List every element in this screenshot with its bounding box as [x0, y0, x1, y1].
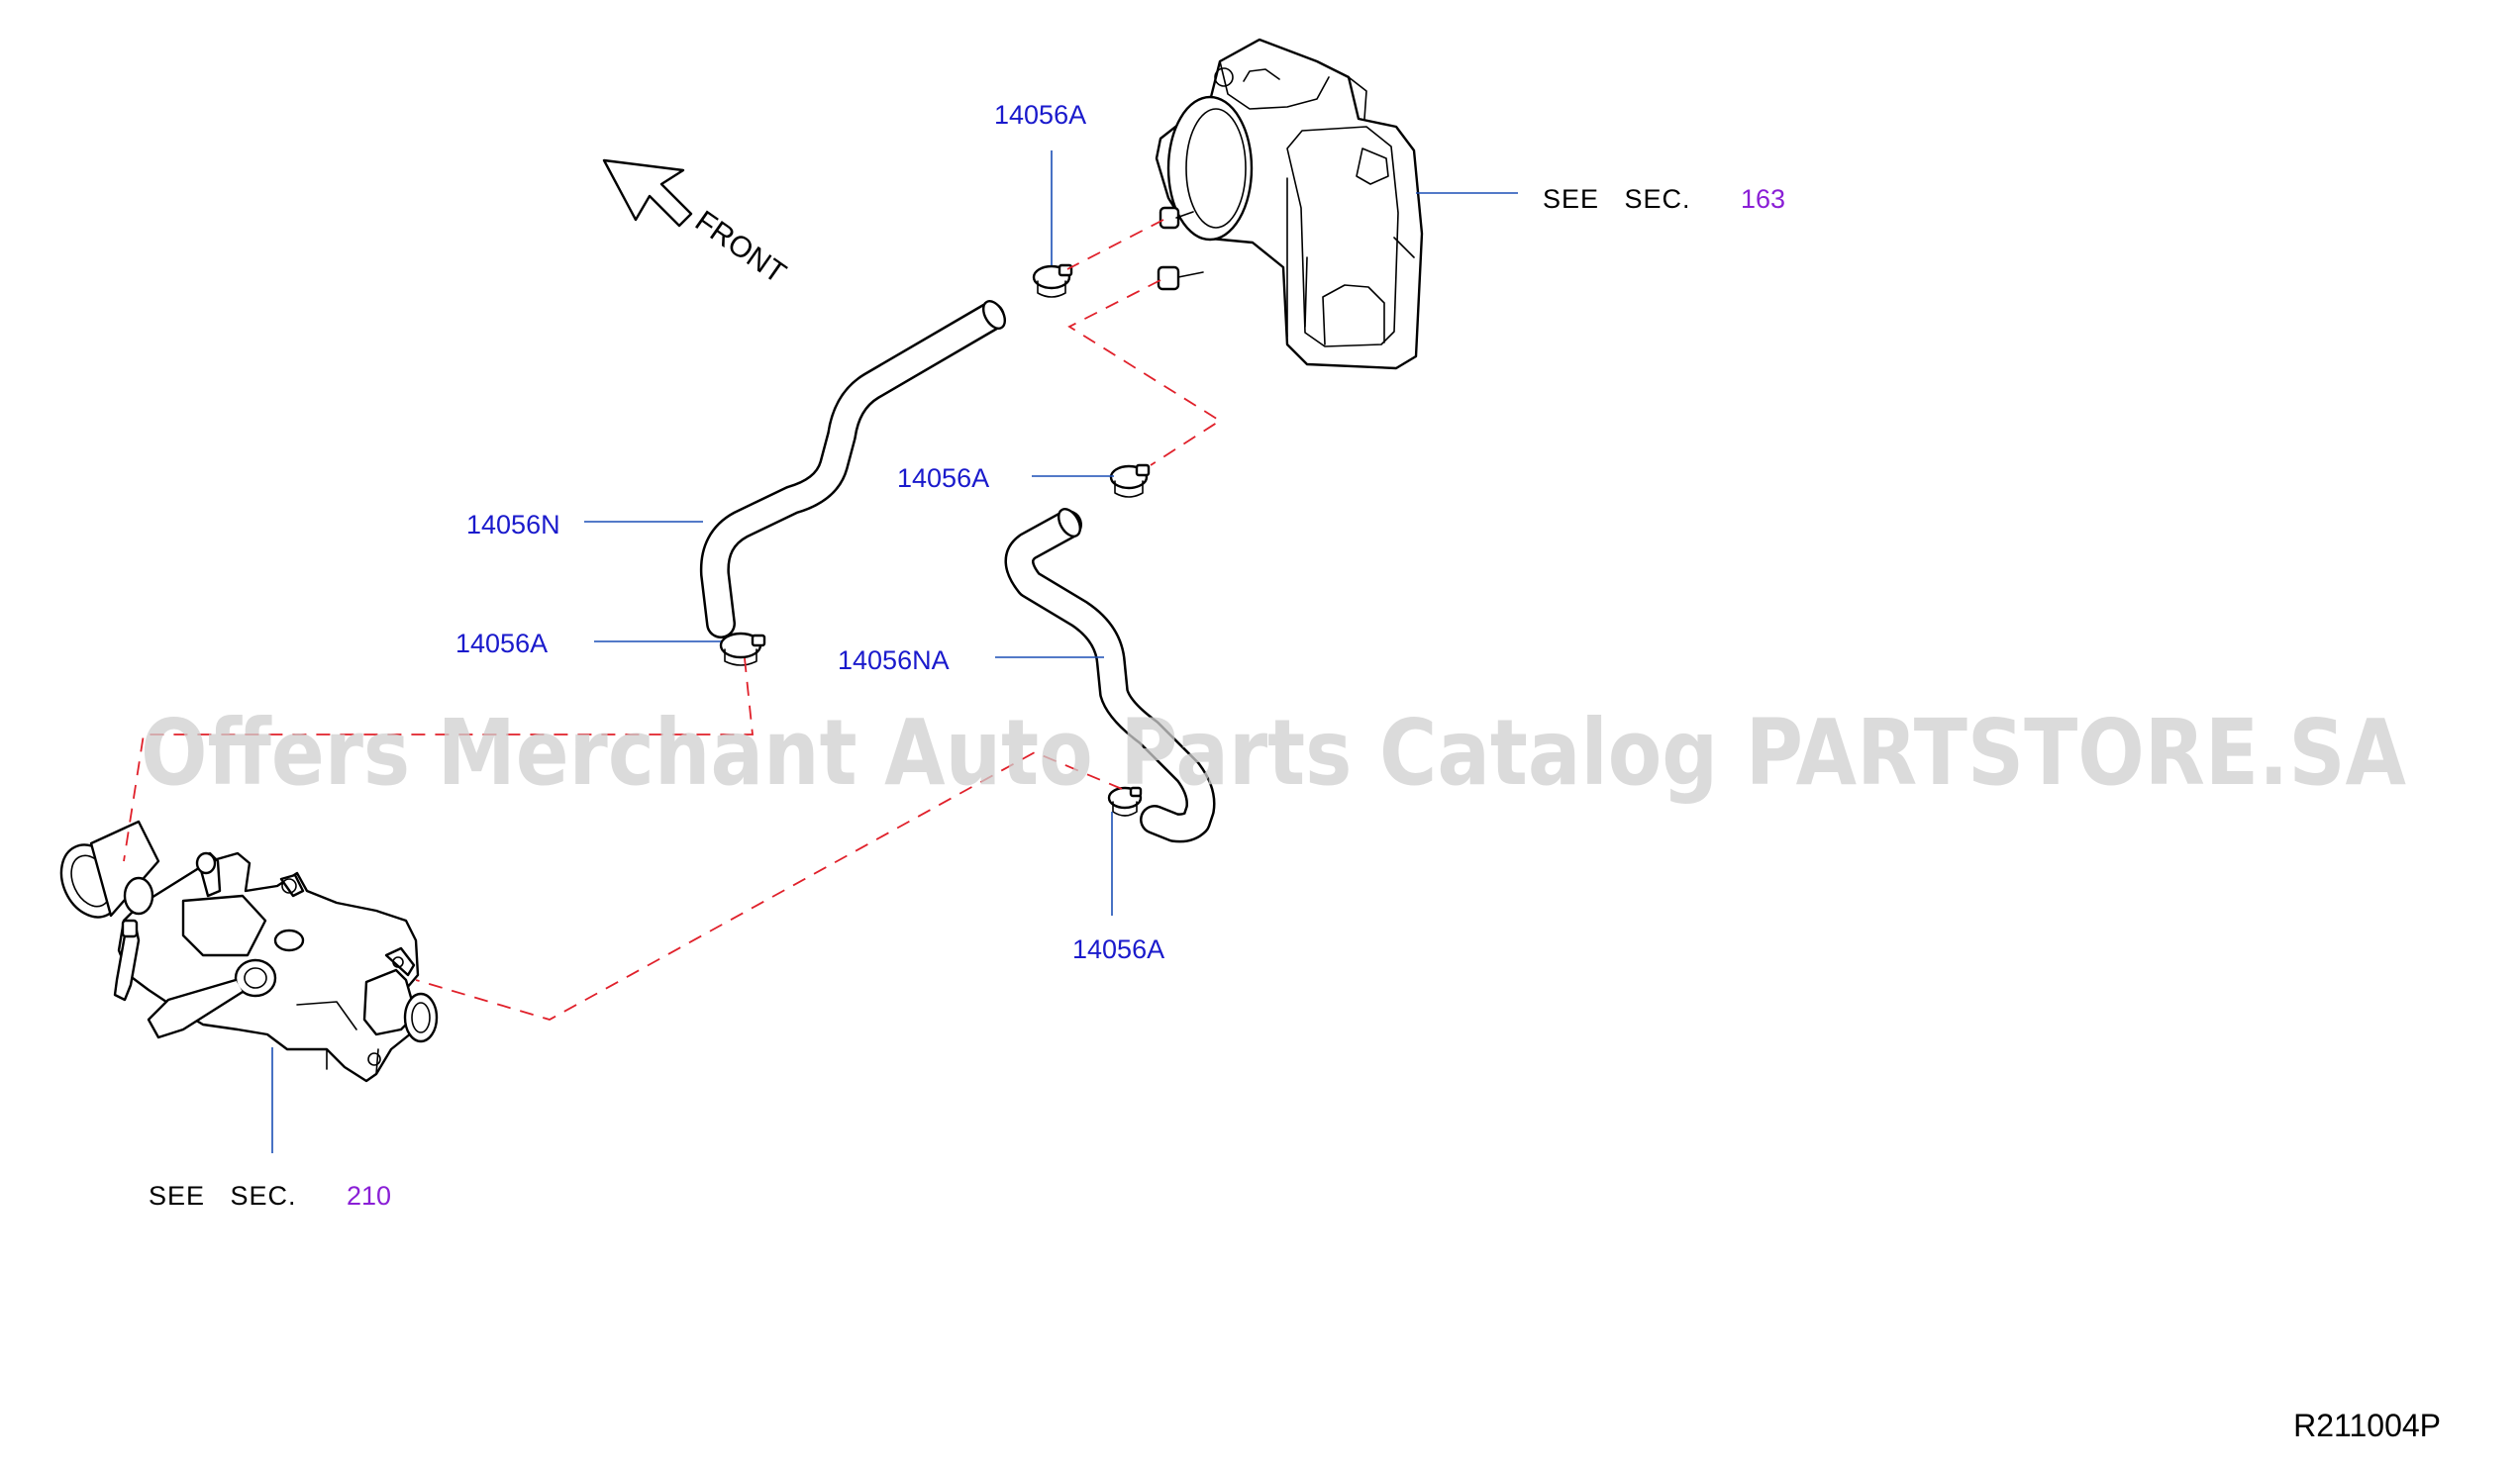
front-direction-arrow-icon	[602, 158, 693, 228]
leader-lines	[271, 150, 1518, 1153]
diagram-code: R211004P	[2293, 1408, 2441, 1443]
hose-14056n	[699, 300, 1007, 638]
section-reference-163[interactable]: SEE SEC. 163	[1543, 184, 1785, 214]
callout-hose-14056na[interactable]: 14056NA	[838, 645, 950, 675]
watermark-text: Offers Merchant Auto Parts Catalog PARTS…	[141, 700, 2406, 806]
throttle-body-illustration	[1155, 38, 1424, 370]
callout-clamp-throttle-top[interactable]: 14056A	[994, 100, 1086, 130]
hose-clamp	[1107, 786, 1143, 817]
callout-clamp-left[interactable]: 14056A	[455, 629, 548, 658]
hose-clamp	[719, 632, 766, 666]
callout-clamp-bottom[interactable]: 14056A	[1072, 934, 1164, 964]
connection-lines	[123, 219, 1222, 1021]
hose-clamp	[1032, 263, 1073, 298]
see-section-text: SEE SEC.	[149, 1181, 297, 1211]
hose-clamp	[1109, 463, 1151, 498]
water-outlet-illustration	[59, 820, 439, 1083]
callout-clamp-throttle-lower[interactable]: 14056A	[897, 463, 989, 493]
section-number[interactable]: 163	[1741, 184, 1785, 214]
front-label: FRONT	[689, 205, 792, 290]
hose-14056na	[1004, 508, 1216, 843]
section-reference-210[interactable]: SEE SEC. 210	[149, 1181, 391, 1211]
see-section-text: SEE SEC.	[1543, 184, 1691, 214]
section-number[interactable]: 210	[347, 1181, 391, 1211]
callout-hose-14056n[interactable]: 14056N	[466, 510, 560, 539]
